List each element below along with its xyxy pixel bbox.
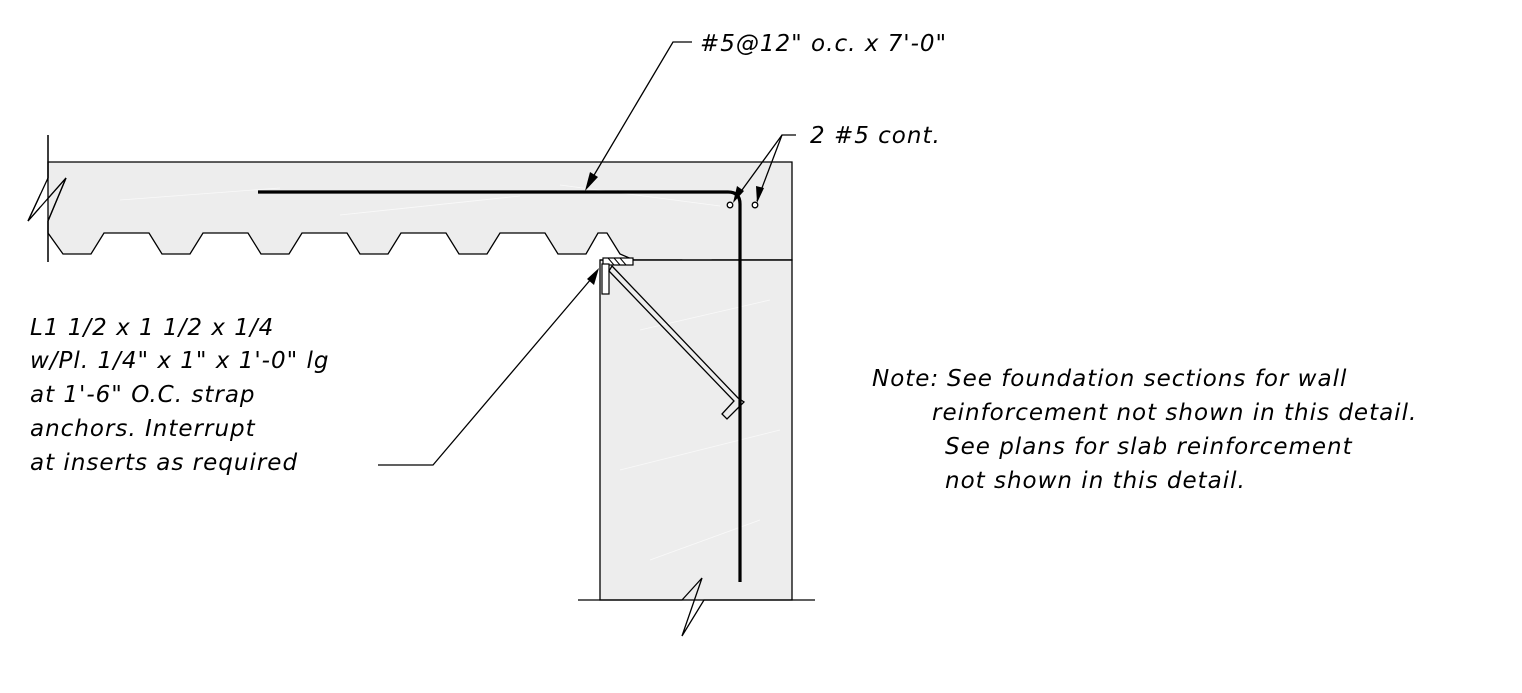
- leader-angle: [378, 271, 598, 466]
- note-line-2: reinforcement not shown in this detail.: [932, 400, 1417, 426]
- leader-top-bar: [586, 41, 692, 188]
- note-line-3: See plans for slab reinforcement: [945, 434, 1353, 460]
- arrowhead-cont-bar-2: [756, 186, 764, 203]
- note-line-1: See foundation sections for wall: [947, 366, 1347, 392]
- note-block: Note: See foundation sections for wall r…: [872, 366, 1417, 494]
- cont-bar-1: [726, 201, 734, 209]
- angle-line-2: w/Pl. 1/4" x 1" x 1'-0" lg: [30, 348, 329, 374]
- concrete-wall: [599, 259, 793, 601]
- strap-anchor: [608, 264, 746, 420]
- note-prefix: Note:: [872, 366, 939, 392]
- label-top-bar: #5@12" o.c. x 7'-0": [700, 31, 947, 57]
- angle-line-3: at 1'-6" O.C. strap: [30, 382, 256, 408]
- angle-line-4: anchors. Interrupt: [30, 416, 256, 442]
- cont-bar-2: [751, 201, 759, 209]
- steel-angle-plate: [601, 257, 634, 295]
- concrete-slab: [47, 161, 793, 272]
- arrowhead-top-bar: [585, 172, 598, 191]
- note-line-4: not shown in this detail.: [945, 468, 1246, 494]
- angle-callout-block: L1 1/2 x 1 1/2 x 1/4 w/Pl. 1/4" x 1" x 1…: [30, 315, 329, 476]
- label-cont-bars: 2 #5 cont.: [810, 123, 941, 149]
- arrowhead-cont-bar-1: [733, 186, 744, 203]
- arrowhead-angle: [587, 268, 599, 285]
- angle-line-5: at inserts as required: [30, 450, 298, 476]
- wall-break-line: [578, 577, 815, 637]
- angle-line-1: L1 1/2 x 1 1/2 x 1/4: [30, 315, 274, 341]
